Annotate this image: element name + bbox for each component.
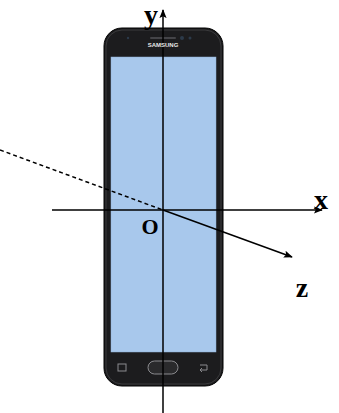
axes <box>0 10 322 413</box>
brand-logo: SAMSUNG <box>148 42 179 48</box>
axis-label: x <box>314 186 328 214</box>
axis-label: y <box>144 1 158 29</box>
axis-label: z <box>296 274 308 302</box>
origin-label: O <box>141 216 158 238</box>
